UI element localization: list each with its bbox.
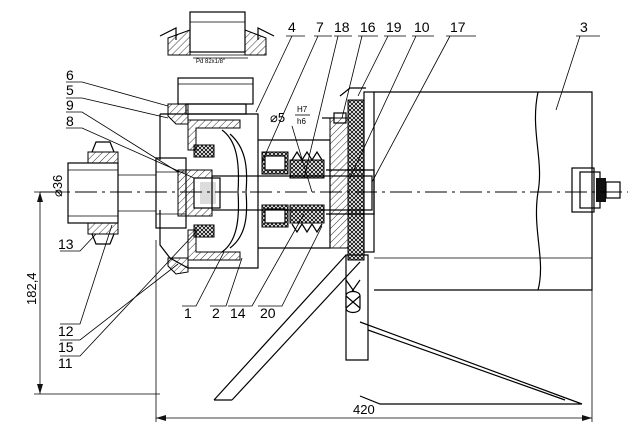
callout-2: 2	[212, 305, 220, 321]
callout-18: 18	[334, 19, 350, 35]
base-frame	[213, 254, 583, 405]
callout-13: 13	[58, 236, 74, 252]
callout-6: 6	[66, 67, 74, 83]
shaft-diameter-label: ⌀5	[270, 110, 285, 125]
callout-4: 4	[288, 19, 296, 35]
fit-lower-label: h6	[297, 117, 306, 126]
callout-11: 11	[58, 355, 73, 371]
callout-1: 1	[184, 305, 192, 321]
callout-20: 20	[260, 305, 276, 321]
callout-labels: 4 7 18 16 19 10 17 3 6 5 9 8 13 12 15 11…	[58, 19, 588, 371]
callout-10: 10	[414, 19, 430, 35]
callout-15: 15	[58, 339, 74, 355]
callout-3: 3	[580, 19, 588, 35]
callout-17: 17	[450, 19, 466, 35]
width-dimension: 420	[353, 402, 375, 417]
flange-thread-label: Pd 82x1/8"	[196, 59, 225, 65]
dimension-lines: 182,4 420 ⌀5 H7 h6	[24, 105, 593, 422]
pump-housing	[159, 103, 259, 275]
electric-motor	[374, 91, 621, 291]
pipe-diameter-label: ⌀36	[50, 175, 65, 197]
callout-9: 9	[66, 97, 74, 113]
callout-16: 16	[360, 19, 376, 35]
suction-pipe: ⌀36	[50, 141, 156, 245]
callout-8: 8	[66, 113, 74, 129]
motor-flange	[322, 87, 375, 261]
leader-lines	[60, 35, 600, 357]
callout-19: 19	[386, 19, 402, 35]
callout-12: 12	[58, 323, 74, 339]
callout-5: 5	[66, 82, 74, 98]
housing-collar	[177, 77, 254, 115]
height-dimension: 182,4	[24, 272, 39, 305]
callout-14: 14	[230, 305, 246, 321]
fit-upper-label: H7	[297, 105, 308, 114]
callout-7: 7	[316, 19, 324, 35]
top-flange-detail: Pd 82x1/8"	[159, 11, 275, 65]
